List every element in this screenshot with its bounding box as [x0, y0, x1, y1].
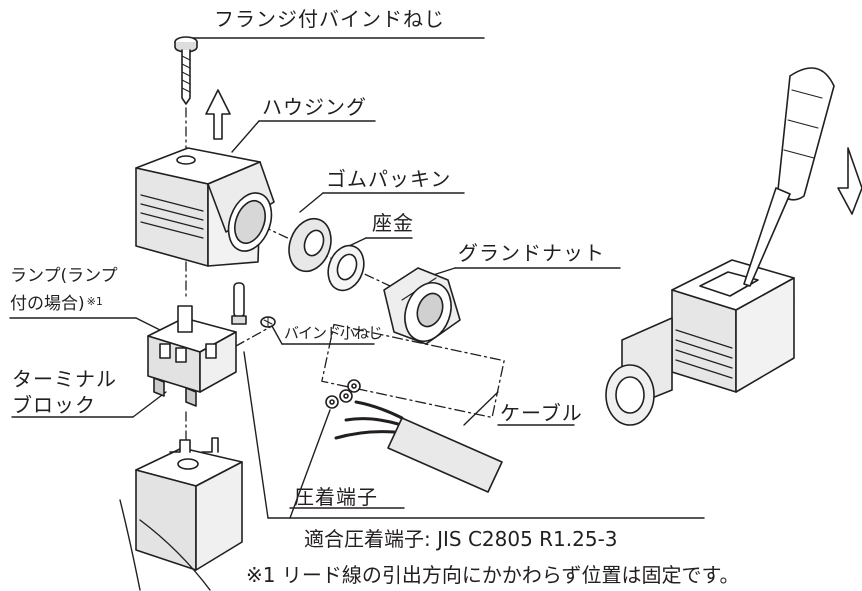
gland-nut [383, 267, 461, 345]
washer [327, 244, 365, 292]
crimp-terminal-spec: 適合圧着端子: JIS C2805 R1.25-3 [304, 527, 618, 551]
leader-lines [9, 37, 705, 519]
cable-assembly [325, 379, 503, 493]
label-lamp-line2: 付の場合)※1 [10, 294, 103, 314]
arrow-up-icon [205, 89, 231, 140]
label-flange-bind-screw: フランジ付バインドねじ [214, 7, 445, 31]
rubber-packing [288, 217, 332, 273]
terminal-block [147, 305, 237, 407]
housing [135, 147, 275, 267]
label-gland-nut: グランドナット [458, 241, 605, 265]
label-crimp-terminal: 圧着端子 [294, 485, 378, 509]
lamp [231, 282, 247, 325]
arrow-down-icon [837, 147, 862, 215]
solenoid-coil-body [119, 437, 243, 591]
label-lamp-line1: ランプ(ランプ [10, 266, 118, 286]
lamp-footnote-ref: ※1 [86, 295, 103, 308]
cable-dashed-outline [321, 323, 505, 419]
label-rubber-packing: ゴムパッキン [326, 167, 452, 191]
label-small-bind-screw: バインド小ねじ [284, 324, 383, 342]
label-terminal-block-line1: ターミナル [12, 367, 117, 391]
label-cable: ケーブル [500, 401, 583, 425]
screwdriver-icon [743, 67, 835, 287]
label-terminal-block-line2: ブロック [12, 393, 96, 417]
assembled-connector [605, 259, 795, 426]
small-bind-screw [260, 316, 276, 328]
flange-bind-screw [174, 36, 198, 105]
label-washer: 座金 [372, 211, 414, 235]
footnote: ※1 リード線の引出方向にかかわらず位置は固定です。 [246, 563, 740, 587]
label-housing: ハウジング [262, 95, 367, 119]
